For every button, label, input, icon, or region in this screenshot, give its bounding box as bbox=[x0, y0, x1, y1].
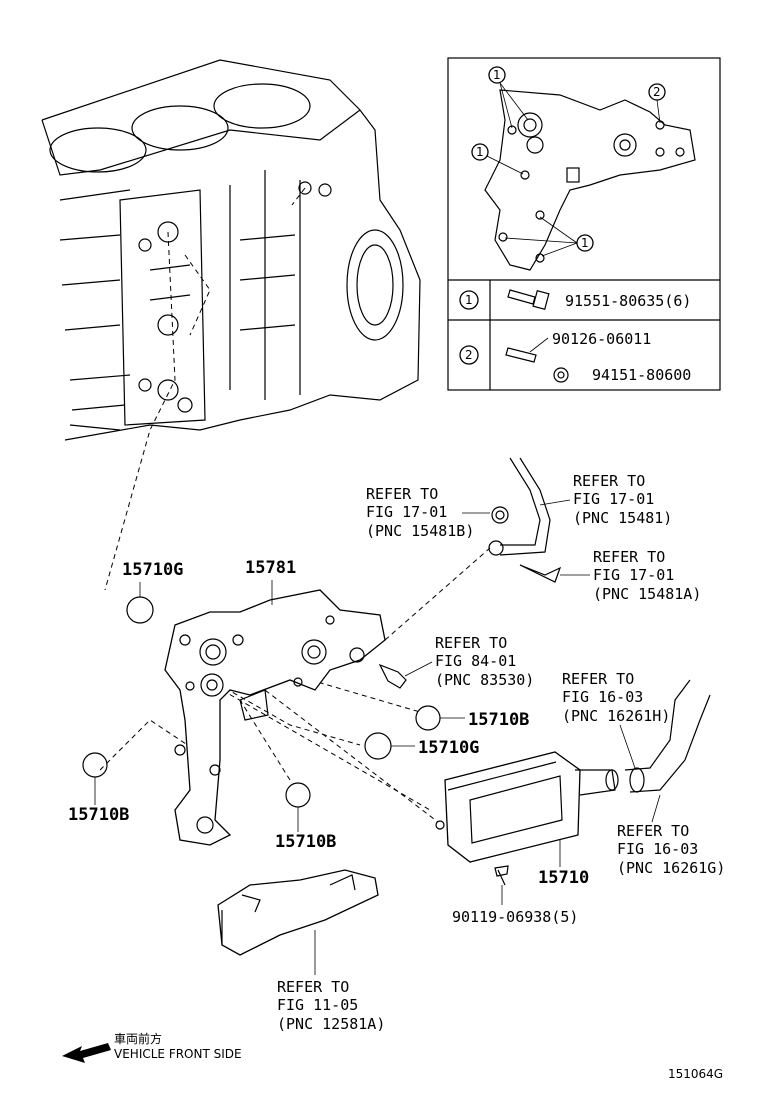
svg-text:(PNC 16261G): (PNC 16261G) bbox=[617, 859, 725, 877]
coolant-hose bbox=[624, 679, 711, 793]
svg-text:REFER TO: REFER TO bbox=[593, 548, 665, 566]
svg-text:FIG 16-03: FIG 16-03 bbox=[562, 688, 643, 706]
svg-text:1: 1 bbox=[465, 293, 473, 307]
ref-fig-84-01-83530: REFER TO FIG 84-01 (PNC 83530) bbox=[404, 634, 534, 689]
svg-text:REFER TO: REFER TO bbox=[562, 670, 634, 688]
label-15710b-right: 15710B bbox=[468, 710, 529, 730]
svg-text:VEHICLE FRONT SIDE: VEHICLE FRONT SIDE bbox=[114, 1047, 242, 1061]
svg-text:(PNC 15481): (PNC 15481) bbox=[573, 509, 672, 527]
inset-callout-1-bottom: 1 bbox=[504, 216, 594, 257]
svg-text:(PNC 15481B): (PNC 15481B) bbox=[366, 522, 474, 540]
svg-text:2: 2 bbox=[465, 348, 473, 362]
svg-text:(PNC 16261H): (PNC 16261H) bbox=[562, 707, 670, 725]
figure-id: 151064G bbox=[668, 1067, 723, 1081]
o-ring-15710g-top bbox=[126, 596, 154, 624]
svg-text:91551-80635(6): 91551-80635(6) bbox=[565, 292, 691, 310]
inset-callout-1-left: 1 bbox=[471, 143, 524, 175]
svg-text:車両前方: 車両前方 bbox=[114, 1031, 162, 1046]
o-ring-15710b-left bbox=[82, 752, 108, 778]
bolt-90119 bbox=[494, 865, 509, 886]
svg-text:1: 1 bbox=[476, 145, 484, 159]
svg-text:(PNC 15481A): (PNC 15481A) bbox=[593, 585, 701, 603]
svg-text:FIG 17-01: FIG 17-01 bbox=[573, 490, 654, 508]
label-90119: 90119-06938(5) bbox=[452, 908, 578, 926]
oil-cooler-15710 bbox=[435, 751, 619, 863]
inset-row-2: 2 90126-06011 94151-80600 bbox=[459, 330, 691, 384]
svg-text:FIG 17-01: FIG 17-01 bbox=[593, 566, 674, 584]
svg-text:1: 1 bbox=[581, 236, 589, 250]
inset-callout-2: 2 bbox=[648, 83, 666, 124]
oil-cooler-bracket-15781 bbox=[164, 589, 386, 846]
svg-text:90126-06011: 90126-06011 bbox=[552, 330, 651, 348]
ref-fig-16-03-16261g: REFER TO FIG 16-03 (PNC 16261G) bbox=[617, 794, 725, 877]
label-15710g-mid: 15710G bbox=[418, 738, 479, 758]
ref-fig-16-03-16261h: REFER TO FIG 16-03 (PNC 16261H) bbox=[562, 670, 670, 769]
label-15710b-bottom: 15710B bbox=[275, 832, 336, 852]
svg-text:REFER TO: REFER TO bbox=[617, 822, 689, 840]
svg-text:94151-80600: 94151-80600 bbox=[592, 366, 691, 384]
engine-under-cover bbox=[217, 869, 379, 956]
label-15710g-top: 15710G bbox=[122, 560, 183, 580]
label-15781: 15781 bbox=[245, 558, 296, 578]
ref-fig-17-01-15481a: REFER TO FIG 17-01 (PNC 15481A) bbox=[560, 548, 701, 603]
fastener-inset-panel: 1 2 1 1 1 91551-80635(6) bbox=[447, 57, 721, 391]
svg-text:(PNC 83530): (PNC 83530) bbox=[435, 671, 534, 689]
svg-text:REFER TO: REFER TO bbox=[366, 485, 438, 503]
svg-text:FIG 16-03: FIG 16-03 bbox=[617, 840, 698, 858]
o-ring-15710b-right bbox=[415, 705, 441, 731]
ref-fig-17-01-15481b: REFER TO FIG 17-01 (PNC 15481B) bbox=[366, 485, 490, 540]
ref-fig-11-05-12581a: REFER TO FIG 11-05 (PNC 12581A) bbox=[277, 930, 385, 1033]
svg-text:FIG 84-01: FIG 84-01 bbox=[435, 652, 516, 670]
o-ring-15710b-bottom bbox=[285, 782, 311, 808]
svg-text:REFER TO: REFER TO bbox=[435, 634, 507, 652]
svg-text:FIG 11-05: FIG 11-05 bbox=[277, 996, 358, 1014]
oil-pipe bbox=[488, 457, 562, 583]
engine-block-illustration bbox=[41, 59, 421, 441]
oil-pressure-switch bbox=[378, 663, 407, 689]
ref-fig-17-01-15481: REFER TO FIG 17-01 (PNC 15481) bbox=[539, 472, 672, 527]
svg-text:REFER TO: REFER TO bbox=[573, 472, 645, 490]
svg-text:REFER TO: REFER TO bbox=[277, 978, 349, 996]
label-15710b-left: 15710B bbox=[68, 805, 129, 825]
vehicle-front-indicator: 車両前方 VEHICLE FRONT SIDE bbox=[62, 1031, 242, 1063]
o-ring-15710g-mid bbox=[364, 732, 392, 760]
label-15710: 15710 bbox=[538, 868, 589, 888]
inset-row-1: 1 91551-80635(6) bbox=[459, 289, 691, 311]
front-arrow-icon bbox=[62, 1043, 111, 1063]
inset-callout-1-top: 1 bbox=[488, 66, 529, 129]
svg-text:2: 2 bbox=[653, 85, 661, 99]
svg-text:1: 1 bbox=[493, 68, 501, 82]
svg-text:(PNC 12581A): (PNC 12581A) bbox=[277, 1015, 385, 1033]
svg-text:FIG 17-01: FIG 17-01 bbox=[366, 503, 447, 521]
